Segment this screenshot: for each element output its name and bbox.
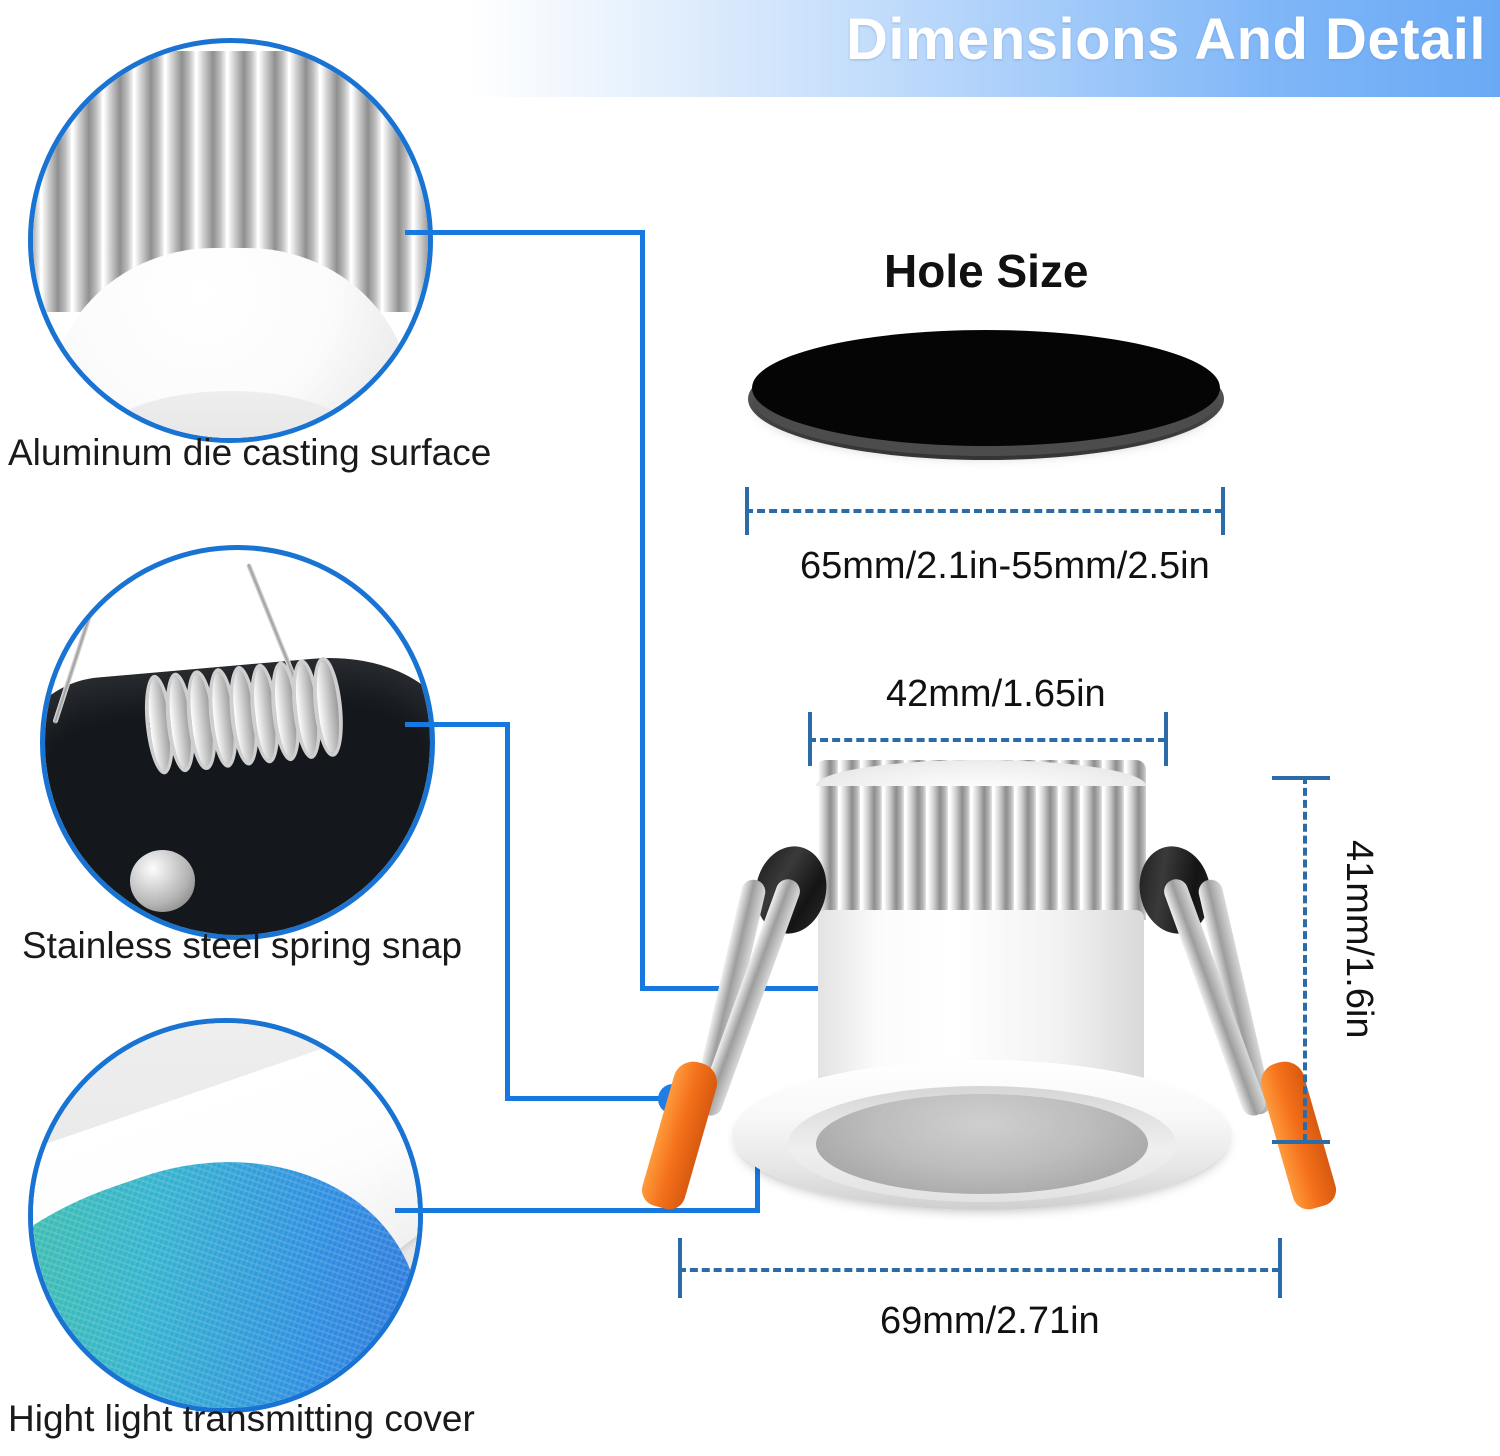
callout-line-2-h1 — [405, 722, 510, 727]
product-top-diameter-label: 42mm/1.65in — [886, 673, 1106, 715]
callout-line-3-h — [395, 1208, 760, 1213]
spring-coil — [140, 655, 347, 776]
callout-line-2-v — [505, 722, 510, 1100]
feature-image-aluminum-surface — [28, 38, 433, 443]
clip-orange-tip-right — [1256, 1056, 1340, 1214]
width-dim-tick-right — [1278, 1238, 1282, 1298]
hole-size-dimension: 65mm/2.1in-55mm/2.5in — [800, 545, 1210, 587]
product-height-label: 41mm/1.6in — [1338, 840, 1380, 1039]
hole-size-title: Hole Size — [884, 245, 1089, 297]
feature-caption-aluminum-surface: Aluminum die casting surface — [8, 432, 492, 473]
product-image-downlight — [638, 760, 1380, 1250]
callout-line-3-v — [755, 1148, 760, 1210]
hole-disc — [752, 330, 1220, 446]
clip-orange-tip-left — [638, 1056, 722, 1214]
hole-dim-tick-right — [1221, 487, 1225, 535]
width-dim-line — [678, 1268, 1280, 1272]
title-banner: Dimensions And Detail — [470, 0, 1500, 97]
product-heat-sink — [816, 760, 1146, 920]
top-dim-line — [808, 738, 1166, 742]
callout-line-2-h2 — [505, 1096, 670, 1101]
spring-rivet — [129, 850, 196, 912]
callout-line-1-v — [640, 230, 645, 990]
feature-image-spring-snap — [40, 545, 435, 940]
height-dim-tick-bottom — [1272, 1140, 1330, 1144]
height-dim-line — [1303, 776, 1307, 1142]
hole-dim-line — [745, 509, 1223, 513]
feature-caption-spring-snap: Stainless steel spring snap — [22, 925, 463, 966]
feature-caption-light-cover: Hight light transmitting cover — [8, 1398, 475, 1439]
product-diffuser-lens — [816, 1094, 1148, 1194]
feature-image-light-cover — [28, 1018, 423, 1413]
product-flange-diameter-label: 69mm/2.71in — [880, 1300, 1100, 1342]
height-dim-tick-top — [1272, 776, 1330, 780]
page-title: Dimensions And Detail — [845, 7, 1486, 72]
callout-line-1-h1 — [405, 230, 645, 235]
top-dim-tick-right — [1164, 712, 1168, 766]
